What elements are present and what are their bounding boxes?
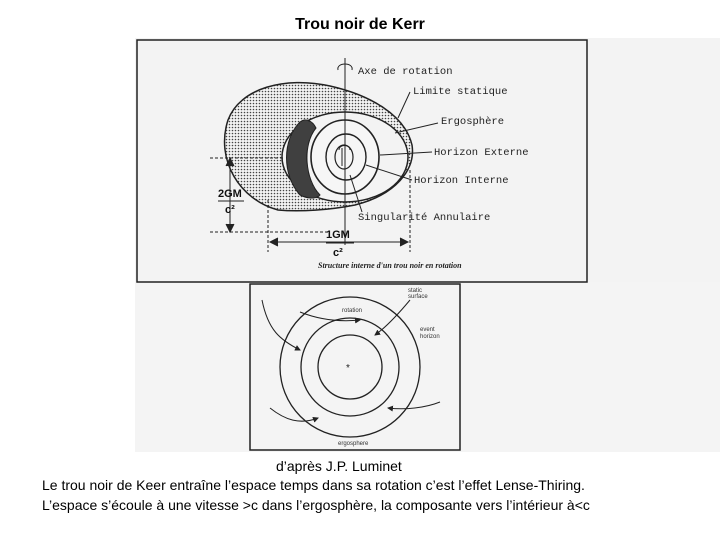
event-horizon-circle (317, 334, 383, 400)
label-ring-singularity: Singularité Annulaire (358, 212, 490, 224)
label-static-limit: Limite statique (413, 86, 508, 98)
rotation-arrow-icon (337, 63, 353, 71)
horizontal-dimension (267, 170, 411, 252)
label-axis: Axe de rotation (358, 66, 453, 78)
label-rotation: rotation (342, 308, 362, 314)
ring-singularity-shape (334, 144, 354, 170)
label-static-2: surface (408, 294, 428, 300)
bottom-scan-background (135, 282, 720, 452)
label-ergosphere: Ergosphère (441, 116, 504, 128)
center-star-icon: * (346, 363, 350, 374)
bottom-diagram-frame (249, 283, 461, 451)
body-text-line-2: L’espace s’écoule à une vitesse >c dans … (42, 497, 590, 513)
static-surface-circle (279, 296, 421, 438)
top-diagram-frame (136, 39, 588, 283)
dim-vertical-numerator: 2GM (218, 188, 242, 200)
dim-horizontal-denominator: c² (333, 247, 343, 259)
dim-horizontal-numerator: 1GM (326, 229, 350, 241)
label-event-1: event (420, 327, 435, 333)
vertical-dimension (210, 156, 330, 234)
page-title: Trou noir de Kerr (295, 16, 425, 33)
inner-horizon-shape (325, 133, 367, 181)
dim-vertical-denominator: c² (225, 204, 235, 216)
ergosphere-circle (300, 317, 400, 417)
dark-region-shape (286, 119, 321, 199)
label-outer-horizon: Horizon Externe (434, 147, 529, 159)
top-diagram-caption: Structure interne d'un trou noir en rota… (318, 261, 462, 270)
label-inner-horizon: Horizon Interne (414, 175, 509, 187)
body-text-line-1: Le trou noir de Keer entraîne l’espace t… (42, 477, 585, 493)
label-event-2: horizon (420, 334, 440, 340)
label-ergosphere-bottom: ergosphere (338, 441, 369, 447)
credit-line: d’après J.P. Luminet (276, 458, 402, 474)
label-static-1: static (408, 288, 422, 294)
infall-trajectories (261, 299, 441, 423)
